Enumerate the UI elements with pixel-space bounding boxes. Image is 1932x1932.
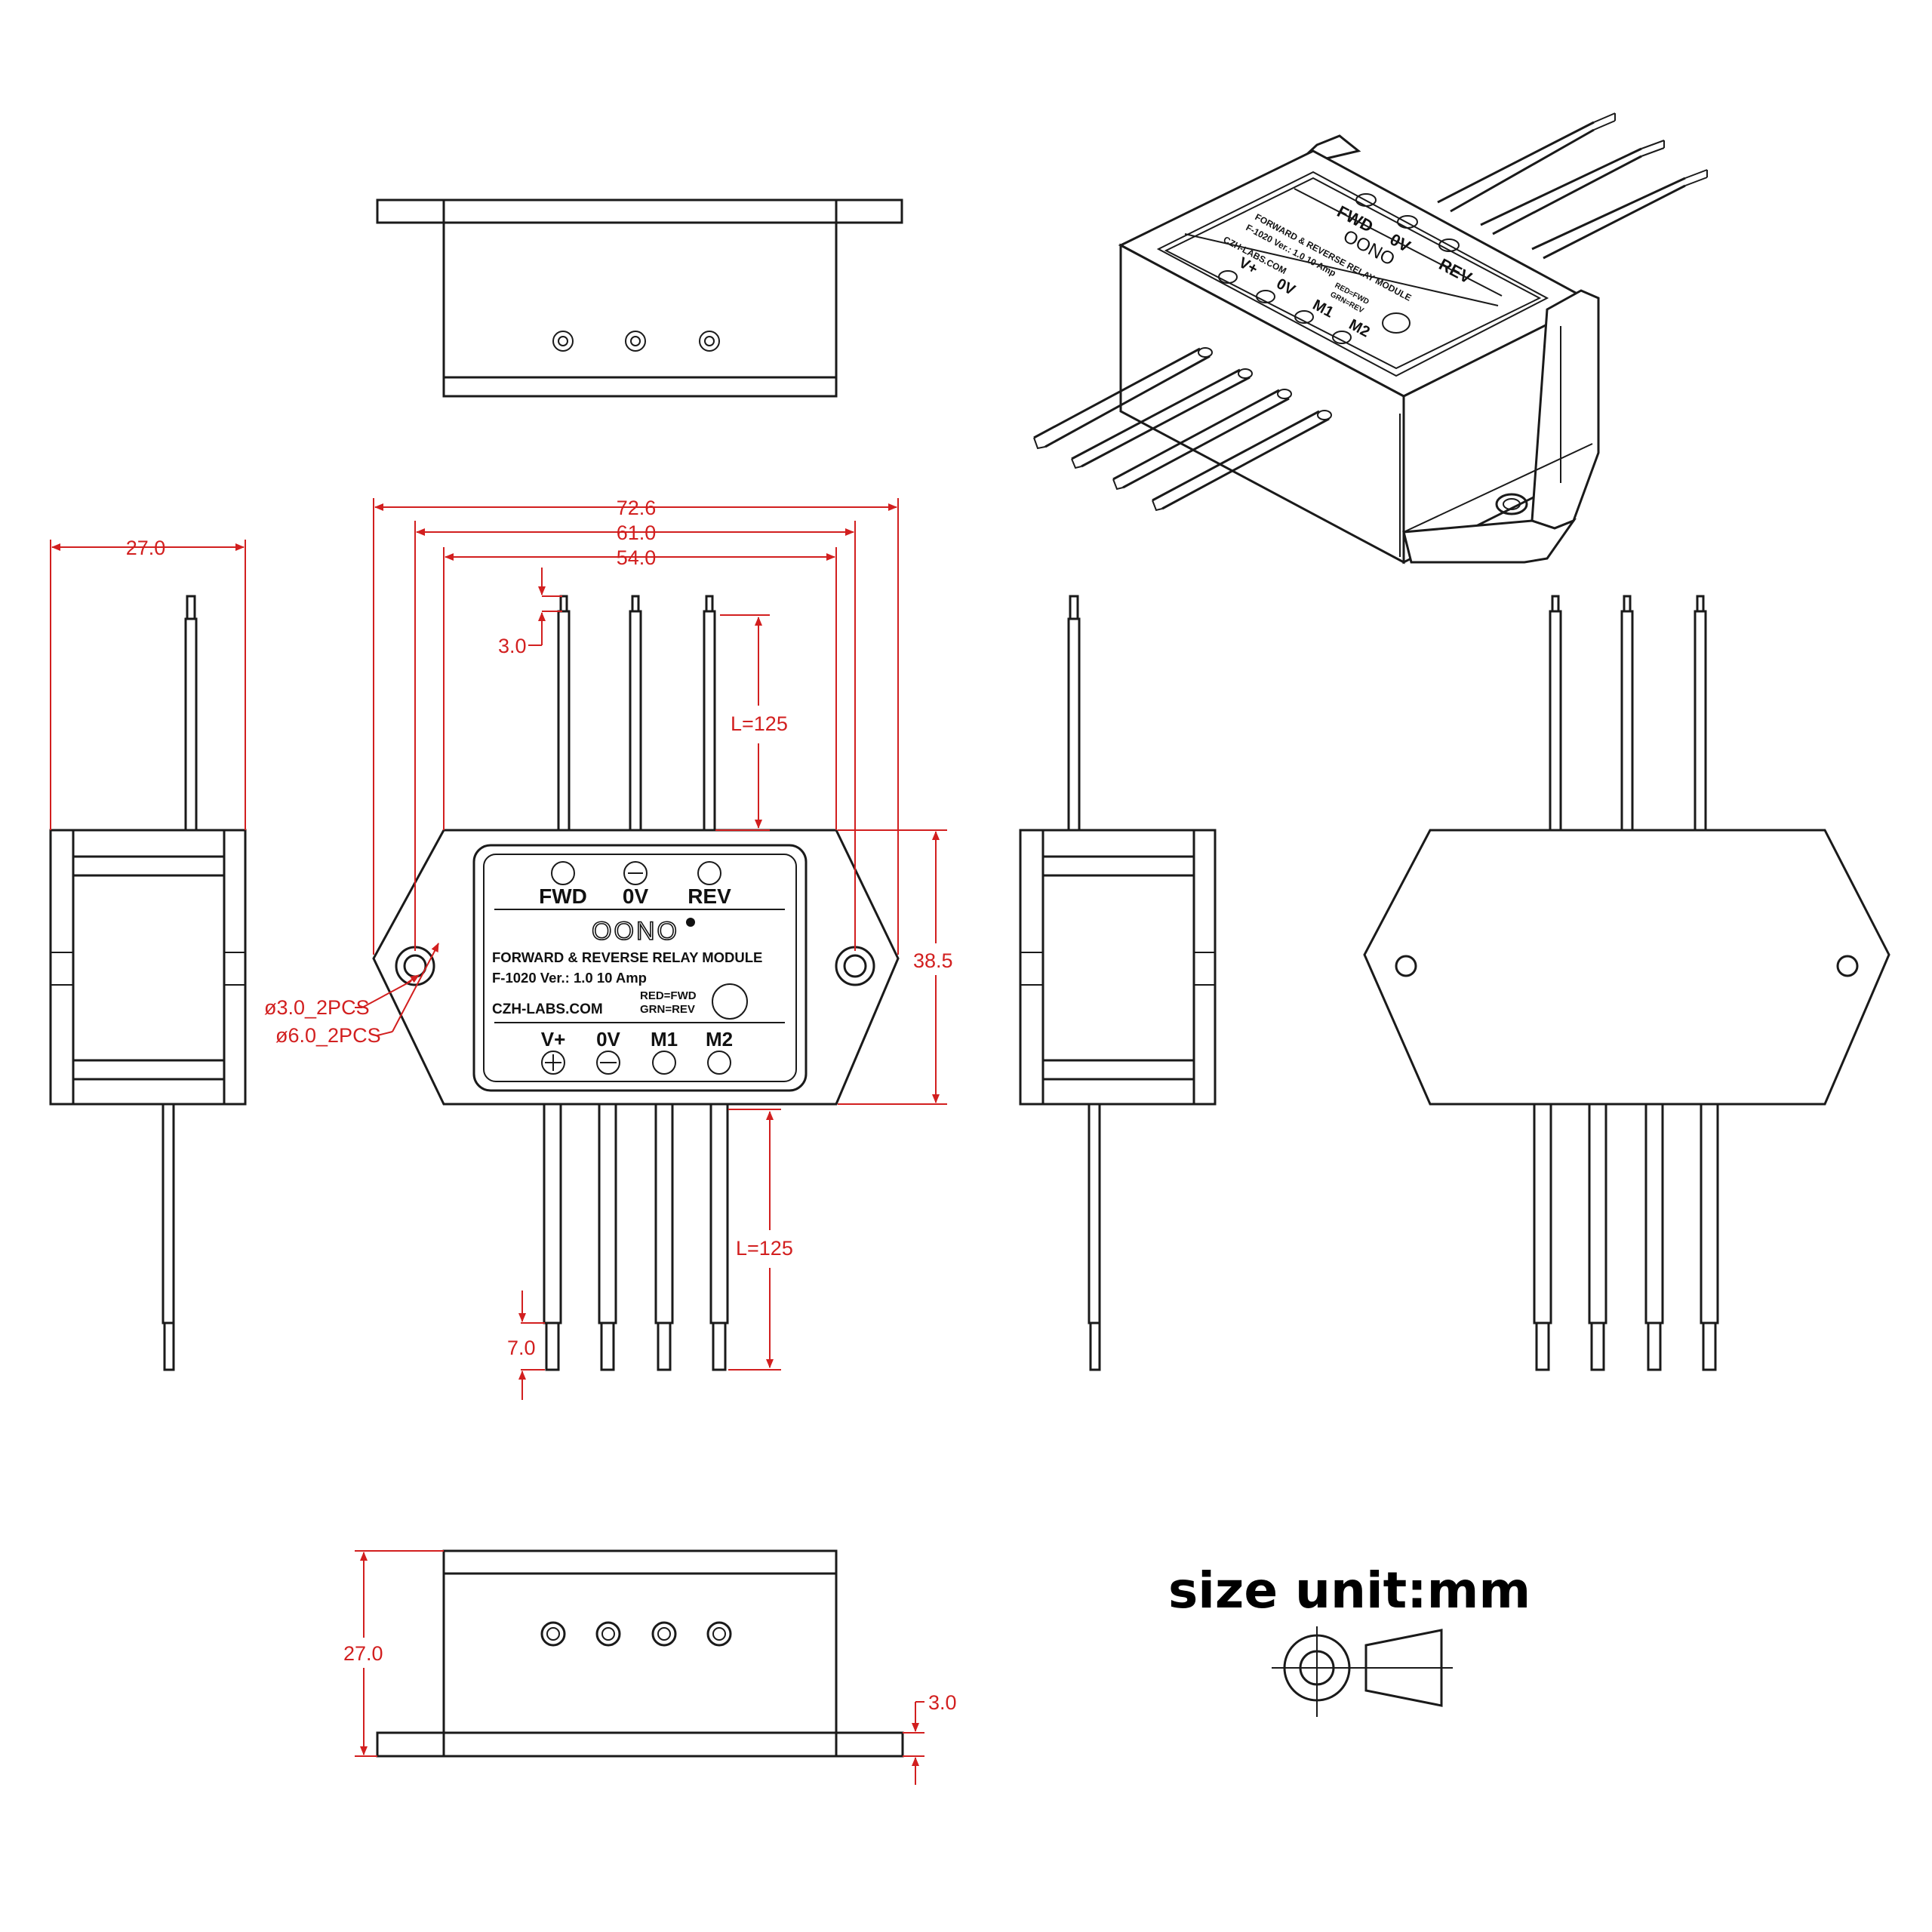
label-0v-top: 0V bbox=[623, 884, 649, 908]
left-side-view bbox=[49, 595, 247, 1371]
front-view: FWD 0V REV OONO FORWARD & REVERSE RELAY … bbox=[372, 595, 900, 1371]
dim-height: 38.5 bbox=[913, 949, 953, 972]
label-title: FORWARD & REVERSE RELAY MODULE bbox=[492, 949, 762, 965]
dim-wire-length-bottom: L=125 bbox=[736, 1237, 793, 1260]
label-vplus: V+ bbox=[541, 1028, 566, 1051]
brand-registered-mark bbox=[686, 918, 695, 927]
iso-label-circles bbox=[1184, 188, 1503, 344]
iso-back-wires bbox=[1437, 112, 1708, 260]
back-view bbox=[1363, 595, 1890, 1371]
front-top-wires bbox=[557, 595, 716, 832]
dim-strip-bottom: 7.0 bbox=[507, 1337, 536, 1359]
dim-overall-width: 72.6 bbox=[617, 497, 657, 519]
front-bottom-wires bbox=[543, 1103, 729, 1371]
dim-hole-small: ø3.0_2PCS bbox=[264, 996, 370, 1019]
label-website: CZH-LABS.COM bbox=[492, 1001, 603, 1017]
units-note: size unit:mm bbox=[1168, 1561, 1531, 1620]
dim-strip-top: 3.0 bbox=[498, 635, 527, 657]
label-m1: M1 bbox=[651, 1028, 678, 1051]
label-grn-rev: GRN=REV bbox=[640, 1003, 695, 1016]
label-red-fwd: RED=FWD bbox=[640, 989, 697, 1002]
label-fwd: FWD bbox=[539, 884, 587, 908]
dim-hole-large: ø6.0_2PCS bbox=[275, 1024, 381, 1047]
bottom-view bbox=[376, 1549, 904, 1758]
label-model: F-1020 Ver.: 1.0 10 Amp bbox=[492, 970, 647, 986]
dim-depth: 27.0 bbox=[126, 537, 166, 559]
label-brand: OONO bbox=[592, 917, 679, 946]
dim-hole-spacing: 61.0 bbox=[617, 521, 657, 544]
dim-wire-length-top: L=125 bbox=[731, 712, 788, 735]
right-side-view bbox=[1019, 595, 1217, 1371]
dimensions: 72.6 61.0 54.0 27.0 3.0 L=125 38.5 bbox=[50, 497, 957, 1785]
iso-front-wires bbox=[1033, 347, 1332, 512]
label-m2: M2 bbox=[706, 1028, 733, 1051]
dim-depth-bottom: 27.0 bbox=[343, 1642, 383, 1665]
top-view-wire-ends bbox=[552, 331, 720, 352]
dim-body-width: 54.0 bbox=[617, 546, 657, 569]
projection-symbol bbox=[1272, 1626, 1453, 1717]
bottom-view-wire-ends bbox=[540, 1621, 732, 1647]
label-rev: REV bbox=[688, 884, 731, 908]
isometric-view: FWD 0V REV OONO FORWARD & REVERSE RELAY … bbox=[1033, 112, 1708, 565]
label-0v-bottom: 0V bbox=[596, 1028, 620, 1051]
dim-flange: 3.0 bbox=[928, 1691, 957, 1714]
top-view bbox=[376, 198, 903, 398]
